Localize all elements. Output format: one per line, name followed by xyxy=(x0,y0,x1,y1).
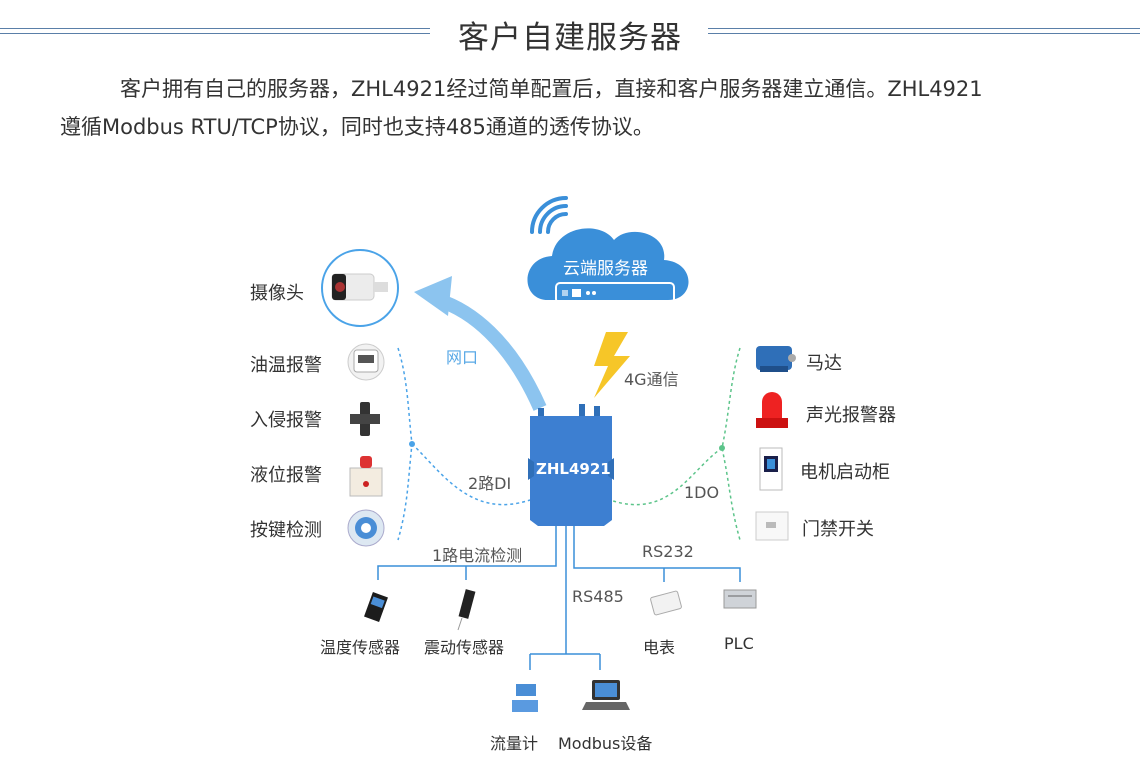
right-bracket xyxy=(721,347,741,541)
temp-sensor-label: 温度传感器 xyxy=(320,638,401,657)
bottom-wiring xyxy=(377,526,741,670)
oil-temp-label: 油温报警 xyxy=(250,355,322,376)
modbus-label: Modbus设备 xyxy=(558,734,653,753)
camera-icon xyxy=(331,273,388,301)
oil-temp-icon xyxy=(347,343,385,381)
camera-label: 摄像头 xyxy=(250,283,304,304)
siren-label: 声光报警器 xyxy=(806,405,896,426)
router-antenna-2 xyxy=(579,404,585,422)
modbus-icon xyxy=(582,680,630,710)
do-label: 1DO xyxy=(684,483,720,502)
plc-label: PLC xyxy=(724,634,754,653)
cloud-label: 云端服务器 xyxy=(563,259,648,279)
server-bar xyxy=(555,282,675,304)
rs232-label: RS232 xyxy=(642,542,694,561)
meter-icon xyxy=(650,590,682,616)
router-body xyxy=(530,416,612,526)
intro-line-1: 客户拥有自己的服务器，ZHL4921经过简单配置后，直接和客户服务器建立通信。Z… xyxy=(120,77,983,101)
intro-line-2: 遵循Modbus RTU/TCP协议，同时也支持485通道的透传协议。 xyxy=(60,115,654,139)
intrusion-icon xyxy=(350,402,380,436)
rs485-label: RS485 xyxy=(572,587,624,606)
current-label: 1路电流检测 xyxy=(432,546,523,565)
title-rule-left xyxy=(0,28,430,34)
door-label: 门禁开关 xyxy=(802,519,874,540)
siren-icon xyxy=(756,392,788,428)
page-title-wrap: 客户自建服务器 xyxy=(0,12,1140,57)
intrusion-label: 入侵报警 xyxy=(250,410,322,431)
liquid-label: 液位报警 xyxy=(250,465,322,486)
di-label: 2路DI xyxy=(468,474,512,493)
button-icon xyxy=(347,509,385,547)
vib-sensor-icon xyxy=(457,589,476,631)
meter-label: 电表 xyxy=(643,638,676,657)
title-rule-right xyxy=(708,28,1140,34)
door-switch-icon xyxy=(755,511,789,541)
motor-label: 马达 xyxy=(806,353,842,374)
temp-sensor-icon xyxy=(364,592,388,622)
plc-icon xyxy=(723,589,757,609)
network-arrowhead xyxy=(414,276,452,316)
device-label: ZHL4921 xyxy=(536,460,611,478)
page-title: 客户自建服务器 xyxy=(446,20,694,56)
flowmeter-label: 流量计 xyxy=(490,734,539,753)
router-antenna-3 xyxy=(594,406,600,422)
lightning-icon xyxy=(594,332,630,398)
button-label: 按键检测 xyxy=(250,520,322,541)
router-antenna-1 xyxy=(538,408,544,422)
motor-icon xyxy=(756,346,796,372)
di-link xyxy=(411,443,531,506)
network-arrow xyxy=(435,293,547,411)
flowmeter-icon xyxy=(512,684,538,712)
comm-4g-label: 4G通信 xyxy=(624,370,679,389)
vib-sensor-label: 震动传感器 xyxy=(424,638,505,657)
do-link xyxy=(609,447,723,506)
network-port-label: 网口 xyxy=(446,348,479,367)
cabinet-icon xyxy=(759,447,783,491)
cabinet-label: 电机启动柜 xyxy=(800,462,890,483)
liquid-icon xyxy=(349,456,383,497)
wifi-icon xyxy=(530,196,568,234)
